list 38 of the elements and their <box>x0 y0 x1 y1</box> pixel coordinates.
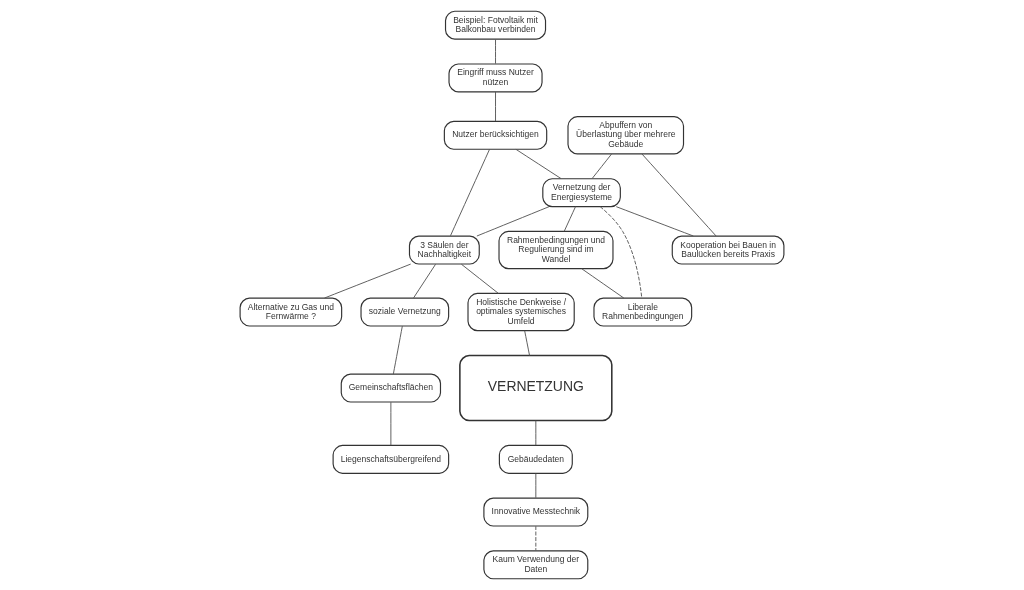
node-box: Liberale Rahmenbedingungen <box>593 297 693 327</box>
node-box: Alternative zu Gas und Fernwärme ? <box>239 297 343 327</box>
connector <box>535 420 537 446</box>
node-box: Rahmenbedingungen und Regulierung sind im Wandel <box>498 230 614 270</box>
connector <box>563 206 576 232</box>
connector <box>476 206 550 237</box>
node-box: Innovative Messtechnik <box>483 497 589 527</box>
connector <box>413 263 437 299</box>
node-box: Beispiel: Fotvoltaik mit Balkonbau verbinden <box>444 10 547 40</box>
connector <box>535 525 537 551</box>
connector <box>450 148 491 237</box>
node-box: Kaum Verwendung der Daten <box>483 550 589 580</box>
connector <box>392 325 403 375</box>
node-box: VERNETZUNG <box>459 354 613 422</box>
node-box: Eingriff muss Nutzer nützen <box>448 63 543 93</box>
node-box: Gebäudedaten <box>498 444 573 474</box>
node-box: Liegenschaftsübergreifend <box>332 444 450 474</box>
connector <box>390 401 392 446</box>
connector <box>495 91 496 122</box>
connector <box>460 263 499 294</box>
connector <box>615 206 694 237</box>
connector <box>591 153 612 179</box>
node-box: Kooperation bei Bauen in Baulücken bereits Praxis <box>671 235 785 265</box>
node-box: Abpuffern von Überlastung über mehrere Gebäude <box>567 116 685 155</box>
node-box: Nutzer berücksichtigen <box>443 120 548 150</box>
connector <box>641 153 717 237</box>
node-box: soziale Vernetzung <box>360 297 450 327</box>
connector <box>599 206 643 299</box>
connector <box>495 39 496 65</box>
node-box: Gemeinschaftsflächen <box>340 373 442 403</box>
node-box: Vernetzung der Energiesysteme <box>542 178 621 208</box>
connector <box>515 148 562 180</box>
node-box: Holistische Denkweise / optimales systemisches Umfeld <box>467 292 575 332</box>
node-box: 3 Säulen der Nachhaltigkeit <box>408 235 480 265</box>
connector <box>324 263 412 299</box>
connector <box>524 330 530 356</box>
connector <box>535 473 537 499</box>
connector <box>581 268 625 299</box>
